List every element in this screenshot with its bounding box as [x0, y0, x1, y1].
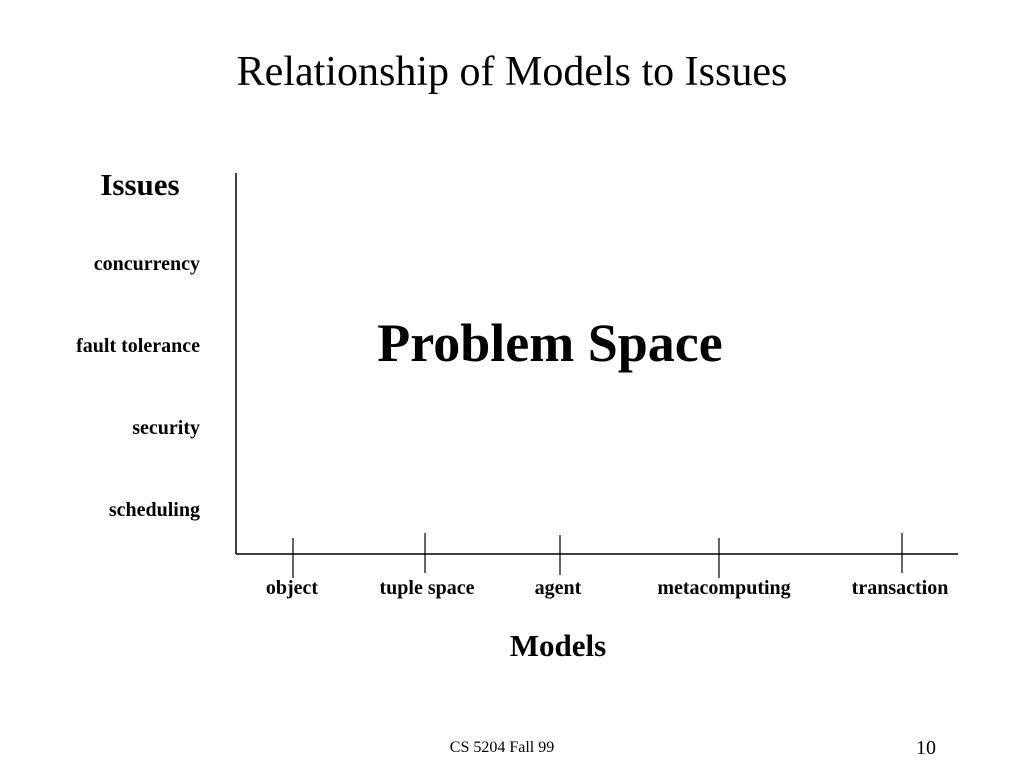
model-label-transaction: transaction [851, 577, 949, 599]
issue-label-concurrency: concurrency [93, 253, 200, 275]
model-label-object: object [265, 577, 319, 599]
slide-title: Relationship of Models to Issues [236, 49, 788, 95]
model-label-agent: agent [534, 577, 582, 599]
issue-label-scheduling: scheduling [108, 499, 200, 521]
x-axis-heading: Models [509, 628, 607, 663]
page-number: 10 [916, 737, 936, 759]
model-label-metacomputing: metacomputing [657, 577, 791, 599]
footer-course: CS 5204 Fall 99 [449, 739, 555, 756]
model-label-tuple-space: tuple space [379, 577, 475, 599]
issue-label-security: security [132, 417, 200, 439]
y-axis-heading: Issues [100, 167, 180, 202]
issue-label-fault-tolerance: fault tolerance [76, 335, 200, 357]
problem-space-label: Problem Space [377, 313, 723, 373]
